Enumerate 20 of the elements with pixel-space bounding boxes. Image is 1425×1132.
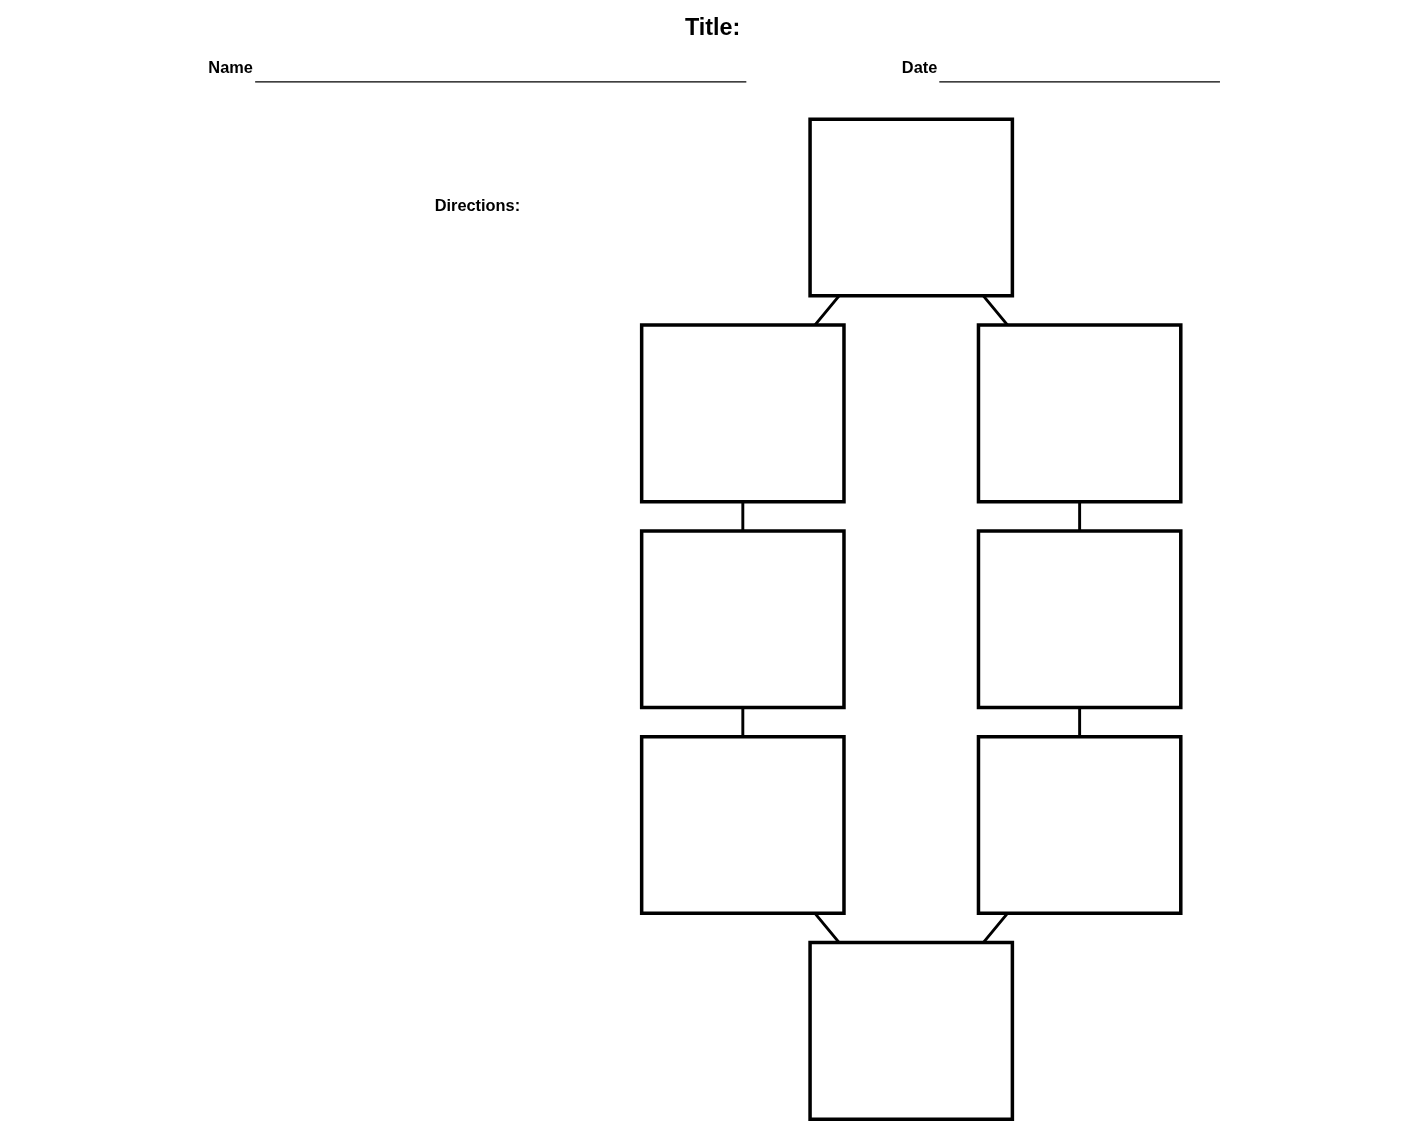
connector <box>740 707 744 737</box>
connector <box>981 912 1009 944</box>
node-box <box>807 117 1014 298</box>
connector <box>981 294 1008 326</box>
node-box <box>976 529 1183 710</box>
label: Name <box>207 57 253 76</box>
node-box <box>976 323 1183 504</box>
label: Directions: <box>434 195 520 214</box>
connector <box>1077 501 1081 531</box>
node-box <box>976 735 1183 916</box>
connector <box>1077 707 1081 737</box>
connector <box>813 912 840 944</box>
label: Date <box>901 57 937 76</box>
connector <box>813 295 840 326</box>
node-box <box>807 940 1014 1121</box>
node-box <box>639 323 846 504</box>
node-box <box>639 735 846 916</box>
diagram-title: Title: <box>684 14 740 41</box>
node-box <box>639 529 846 710</box>
connector <box>740 501 744 531</box>
